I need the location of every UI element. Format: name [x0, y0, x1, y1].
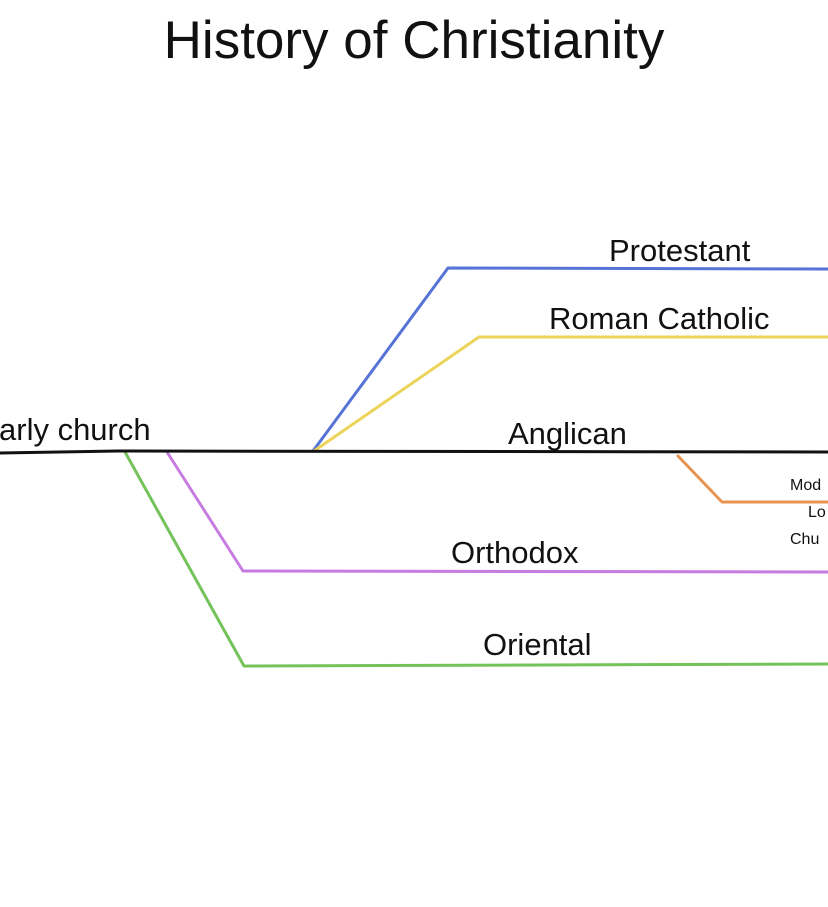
orthodox-line — [165, 450, 828, 574]
diagram-title: History of Christianity — [163, 11, 665, 70]
modern-local-church-label-line-3: Chu — [790, 531, 820, 548]
modern-local-church-label-line-2: Lo — [808, 504, 826, 521]
protestant-line — [311, 266, 828, 453]
early-church-label: arly church — [0, 412, 151, 447]
modern-local-church-label-line-1: Mod — [790, 477, 822, 494]
early-church-anglican-line — [0, 449, 828, 455]
oriental-label: Oriental — [483, 627, 592, 662]
oriental-line — [123, 450, 828, 668]
roman-catholic-line — [312, 335, 828, 453]
protestant-label: Protestant — [609, 233, 751, 268]
orthodox-label: Orthodox — [451, 535, 579, 570]
anglican-label: Anglican — [508, 416, 627, 451]
modern-local-church-line — [676, 454, 828, 504]
roman-catholic-label: Roman Catholic — [549, 301, 770, 336]
